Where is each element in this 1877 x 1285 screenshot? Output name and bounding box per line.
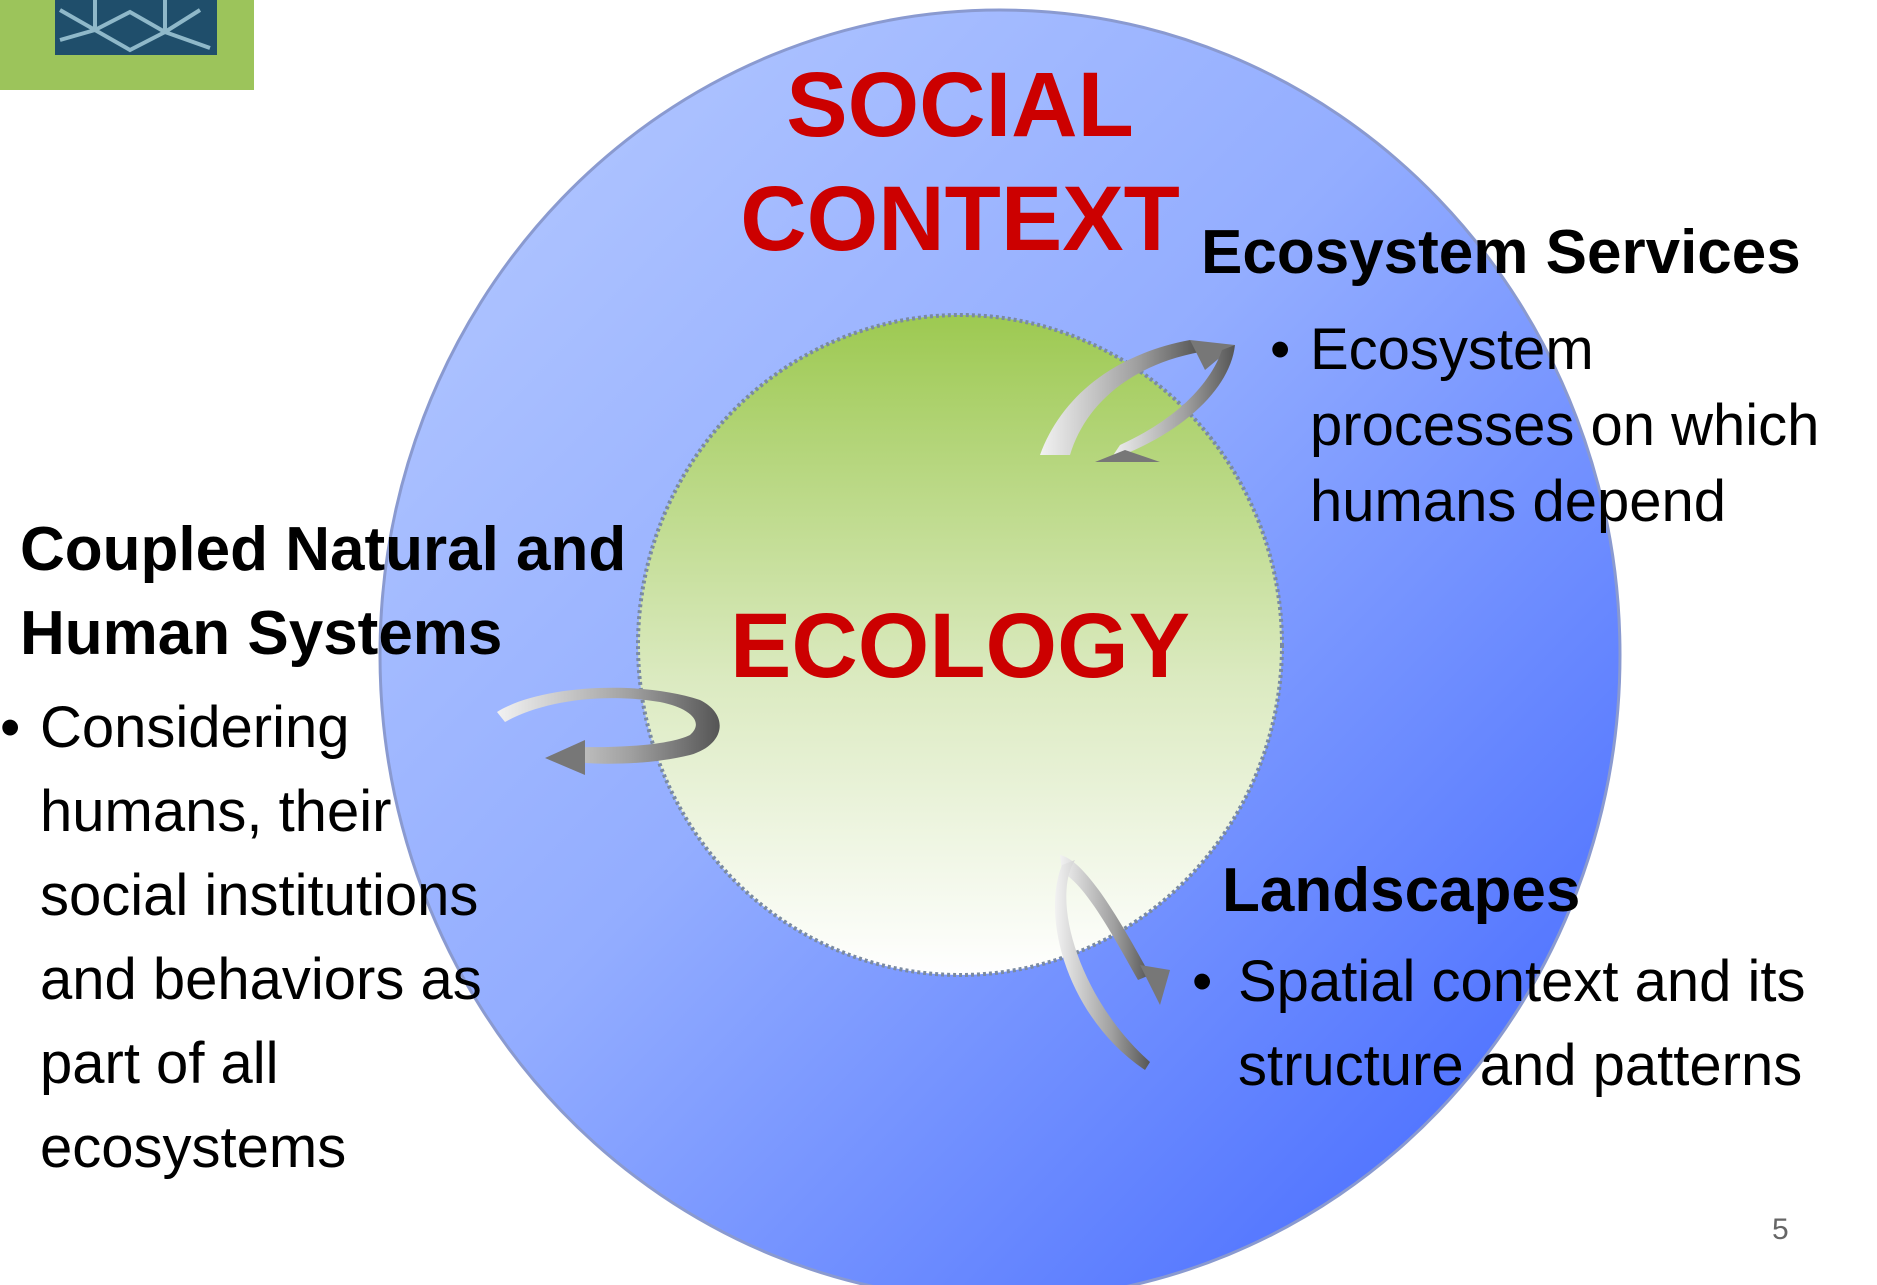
bullet-icon: •: [1270, 317, 1291, 382]
social-context-label: SOCIAL CONTEXT: [720, 48, 1200, 276]
ecosystem-services-line-2: processes on which: [1310, 393, 1820, 458]
ecosystem-services-line-3: humans depend: [1310, 469, 1726, 534]
bullet-icon: •: [0, 695, 21, 760]
cycle-arrow-icon: [497, 687, 720, 775]
ecology-circle: [636, 313, 1284, 977]
page-number: 5: [1772, 1213, 1789, 1246]
landscapes-heading: Landscapes: [1222, 856, 1581, 925]
ecosystem-services-text: • Ecosystem processes on which humans de…: [1270, 312, 1819, 540]
ecosystem-services-heading: Ecosystem Services: [1201, 218, 1801, 287]
landscapes-line-2: structure and patterns: [1238, 1033, 1803, 1098]
social-context-line-1: SOCIAL: [786, 54, 1134, 156]
coupled-systems-line-6: ecosystems: [40, 1115, 347, 1180]
bullet-icon: •: [1192, 949, 1213, 1014]
coupled-systems-line-2: humans, their: [40, 779, 392, 844]
coupled-systems-heading-line-2: Human Systems: [20, 599, 503, 668]
coupled-systems-line-4: and behaviors as: [40, 947, 482, 1012]
coupled-systems-text: • Considering humans, their social insti…: [0, 686, 482, 1190]
landscapes-line-1: Spatial context and its: [1238, 949, 1806, 1014]
coupled-systems-line-3: social institutions: [40, 863, 479, 928]
social-context-line-2: CONTEXT: [740, 168, 1180, 270]
ecosystem-services-line-1: Ecosystem: [1310, 317, 1594, 382]
cycle-arrow-icon: [1040, 340, 1235, 462]
ecology-label: ECOLOGY: [729, 595, 1191, 697]
coupled-systems-heading: Coupled Natural and Human Systems: [20, 508, 626, 676]
coupled-systems-line-5: part of all: [40, 1031, 279, 1096]
coupled-systems-heading-line-1: Coupled Natural and: [20, 515, 627, 584]
coupled-systems-line-1: Considering: [40, 695, 350, 760]
landscapes-text: • Spatial context and its structure and …: [1192, 940, 1805, 1108]
network-logo-icon: [0, 0, 254, 90]
cycle-arrow-icon: [1054, 855, 1170, 1070]
